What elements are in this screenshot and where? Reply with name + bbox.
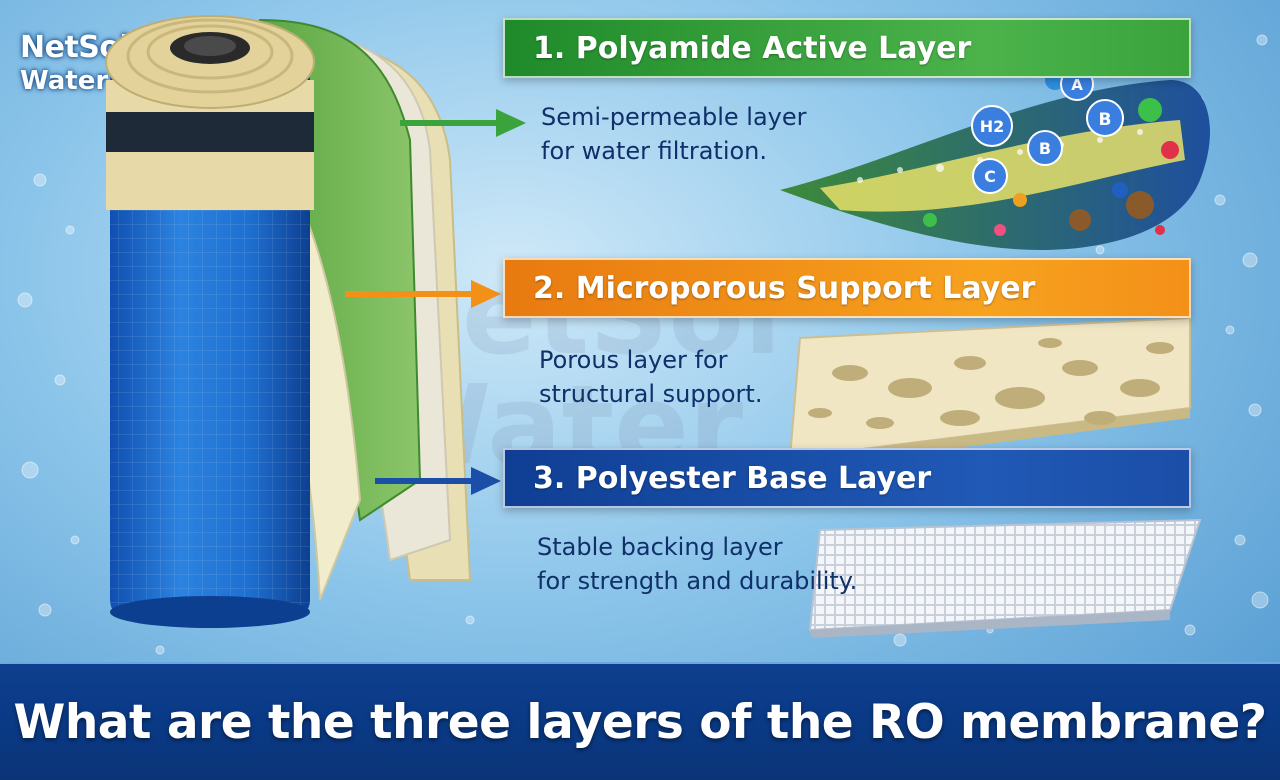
polyamide-layer-illustration: H2 A B B C (780, 70, 1210, 250)
footer-band: What are the three layers of the RO memb… (0, 662, 1280, 780)
arrow-to-layer-3 (375, 467, 501, 495)
footer-question: What are the three layers of the RO memb… (13, 694, 1267, 750)
layer-2-description: Porous layer for structural support. (539, 343, 762, 411)
layer-1-description-line1: Semi-permeable layer (541, 103, 807, 131)
molecule-label: C (984, 167, 996, 186)
layer-2-description-line2: structural support. (539, 380, 763, 408)
ro-membrane-roll (105, 15, 472, 628)
layer-1-description: Semi-permeable layer for water filtratio… (541, 100, 807, 168)
brand-name-line2: Water (20, 66, 109, 96)
arrow-to-layer-2 (345, 280, 501, 308)
molecule-label: H2 (980, 117, 1005, 136)
arrow-to-layer-1 (400, 109, 526, 137)
molecule-label: B (1099, 110, 1112, 130)
layer-2-title: 2. Microporous Support Layer (503, 258, 1191, 318)
layer-3-description-line1: Stable backing layer (537, 533, 783, 561)
layer-3-title: 3. Polyester Base Layer (503, 448, 1191, 508)
layer-1-title: 1. Polyamide Active Layer (503, 18, 1191, 78)
molecule-label: B (1039, 139, 1051, 158)
polyester-layer-illustration (808, 518, 1202, 638)
layer-2-description-line1: Porous layer for (539, 346, 728, 374)
molecule-label: A (1071, 76, 1083, 94)
microporous-layer-illustration (788, 318, 1191, 468)
layer-3-description-line2: for strength and durability. (537, 567, 858, 595)
layer-1-description-line2: for water filtration. (541, 137, 768, 165)
layer-3-description: Stable backing layer for strength and du… (537, 530, 857, 598)
